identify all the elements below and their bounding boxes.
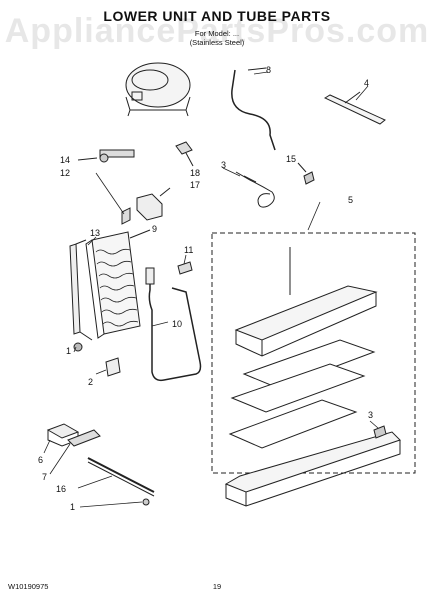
callout-13: 13 — [90, 228, 100, 238]
tube-part-10 — [148, 272, 202, 382]
callout-12: 12 — [60, 168, 70, 178]
callout-11: 11 — [184, 245, 193, 255]
callout-7: 7 — [42, 472, 47, 482]
fitting-part-15 — [297, 162, 315, 185]
callout-1-lower: 1 — [70, 502, 75, 512]
callout-16: 16 — [56, 484, 66, 494]
screw-part-14 — [77, 149, 135, 163]
condenser-part-9 — [85, 229, 151, 339]
callout-5: 5 — [348, 195, 353, 205]
callout-15: 15 — [286, 154, 296, 164]
mount-bracket-part-17 — [121, 187, 171, 225]
finish-line: (Stainless Steel) — [189, 38, 245, 47]
callout-14: 14 — [60, 155, 70, 165]
bracket-part-2 — [105, 357, 121, 377]
tube-coil-part-3 — [235, 171, 275, 208]
rod-part-16 — [87, 457, 155, 506]
lower-pan — [224, 425, 401, 507]
tube-part-8 — [231, 69, 276, 151]
drain-pan-assembly-box — [211, 232, 416, 474]
callout-2: 2 — [88, 377, 93, 387]
compressor-part — [125, 62, 191, 117]
callout-1-upper: 1 — [66, 346, 71, 356]
callout-3-lower: 3 — [368, 410, 373, 420]
connector-part-6 — [46, 423, 101, 447]
callout-8: 8 — [266, 65, 271, 75]
pad-middle — [230, 363, 366, 413]
callout-18: 18 — [190, 168, 200, 178]
drain-tray — [234, 285, 378, 357]
page-number: 19 — [212, 582, 222, 591]
rail-part-13 — [69, 239, 93, 341]
clip-part-11 — [177, 261, 193, 275]
model-line: For Model: ... — [194, 29, 240, 38]
pad-lower — [228, 399, 358, 449]
pad-upper — [242, 339, 376, 389]
callout-9: 9 — [152, 224, 157, 234]
callout-3-upper: 3 — [221, 160, 226, 170]
callout-6: 6 — [38, 455, 43, 465]
bracket-part-4 — [323, 91, 386, 125]
screw-part-1 — [73, 342, 83, 352]
watermark: AppliancePartsPros.com — [4, 12, 430, 50]
doc-number: W10190975 — [8, 582, 49, 591]
callout-17: 17 — [190, 180, 200, 190]
page-title: LOWER UNIT AND TUBE PARTS — [103, 8, 331, 24]
callout-10: 10 — [172, 319, 182, 329]
callout-4: 4 — [364, 78, 369, 88]
clip-part-18 — [175, 141, 194, 167]
